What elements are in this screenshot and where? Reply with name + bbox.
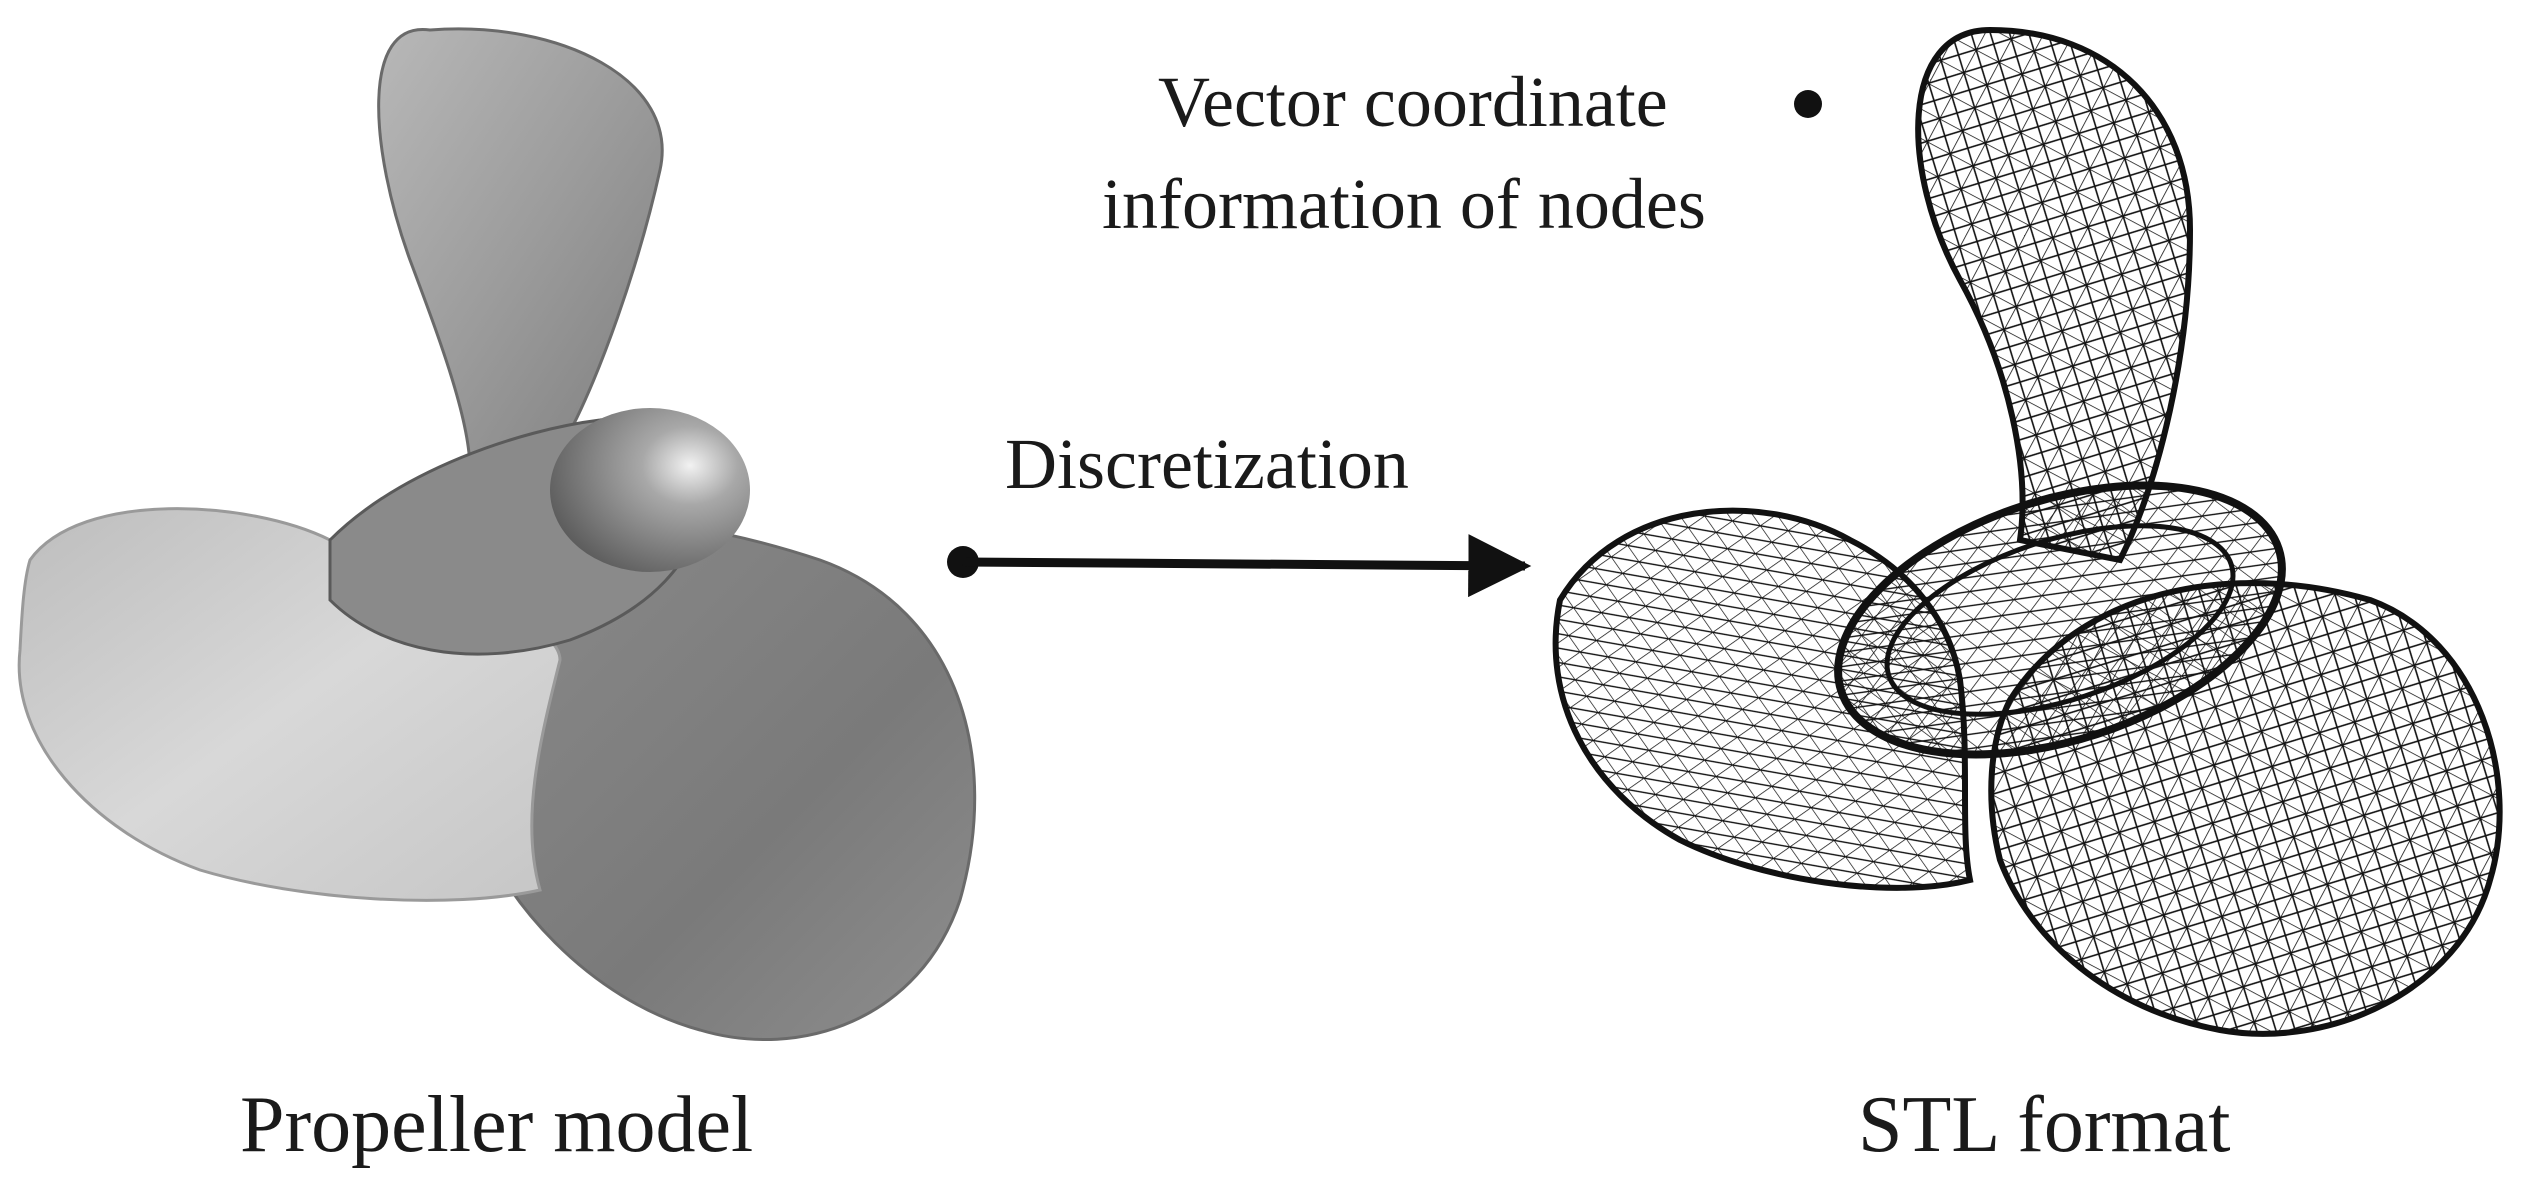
bullet-dot: [1794, 90, 1822, 118]
left-caption: Propeller model: [240, 1081, 754, 1169]
arrow-shaft: [962, 534, 1532, 598]
hub-cap: [550, 408, 750, 572]
node-info-line-1: Vector coordinate: [1158, 62, 1668, 142]
stl-mesh-icon: [1552, 26, 2503, 1037]
right-caption: STL format: [1858, 1081, 2231, 1169]
discretization-arrow: [947, 534, 1532, 598]
mesh-hub: [1834, 481, 2286, 759]
mesh-top-blade: [1915, 26, 2194, 564]
process-label: Discretization: [1005, 424, 1409, 504]
node-info-line-2: information of nodes: [1102, 164, 1706, 244]
propeller-model-icon: [17, 27, 977, 1042]
top-blade: [377, 27, 664, 472]
